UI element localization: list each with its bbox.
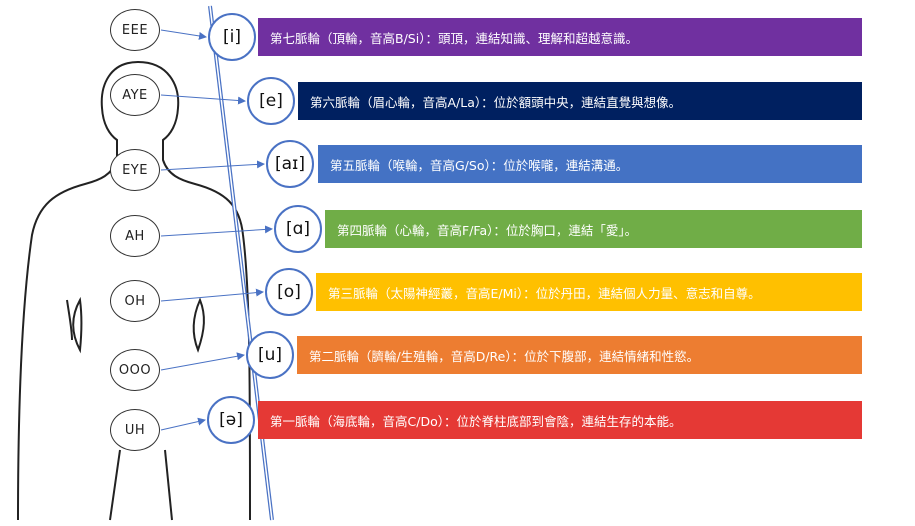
connector-arrows	[160, 29, 273, 431]
chakra-description-bar: 第七脈輪（頂輪，音高B/Si）：頭頂，連結知識、理解和超越意識。	[258, 18, 862, 56]
connector-arrow	[160, 29, 207, 40]
vowel-ipa-circle: [u]	[246, 331, 294, 379]
chakra-description-bar: 第六脈輪（眉心輪，音高A/La）：位於額頭中央，連結直覺與想像。	[298, 82, 862, 120]
sound-label-circle: AYE	[110, 74, 160, 116]
chakra-description-bar: 第三脈輪（太陽神經叢，音高E/Mi）：位於丹田，連結個人力量、意志和自尊。	[316, 273, 862, 311]
chakra-description: 第五脈輪（喉輪，音高G/So）：位於喉嚨，連結溝通。	[330, 157, 629, 173]
connector-arrow	[160, 94, 246, 105]
sound-label-circle: OH	[110, 280, 160, 322]
vowel-ipa-circle: [i]	[208, 13, 256, 61]
chakra-description: 第六脈輪（眉心輪，音高A/La）：位於額頭中央，連結直覺與想像。	[310, 94, 682, 110]
vowel-ipa-circle: [ɑ]	[274, 205, 322, 253]
left-arm-outline	[66, 299, 73, 341]
connector-arrow	[160, 288, 264, 302]
connector-arrow	[160, 352, 245, 371]
chakra-description: 第三脈輪（太陽神經叢，音高E/Mi）：位於丹田，連結個人力量、意志和自尊。	[328, 285, 761, 301]
sound-label-circle: AH	[110, 215, 160, 257]
head-outline	[17, 61, 139, 521]
chakra-description-bar: 第一脈輪（海底輪，音高C/Do）：位於脊柱底部到會陰，連結生存的本能。	[258, 401, 862, 439]
connector-arrow	[160, 417, 206, 431]
left-hand-outline	[72, 296, 83, 354]
chakra-description: 第四脈輪（心輪，音高F/Fa）：位於胸口，連結「愛」。	[337, 222, 638, 238]
sound-label-circle: OOO	[110, 349, 160, 391]
chakra-description: 第七脈輪（頂輪，音高B/Si）：頭頂，連結知識、理解和超越意識。	[270, 30, 638, 46]
chakra-description-bar: 第二脈輪（臍輪/生殖輪，音高D/Re）：位於下腹部，連結情緒和性慾。	[297, 336, 862, 374]
chakra-description-bar: 第四脈輪（心輪，音高F/Fa）：位於胸口，連結「愛」。	[325, 210, 862, 248]
chakra-description-bar: 第五脈輪（喉輪，音高G/So）：位於喉嚨，連結溝通。	[318, 145, 862, 183]
vowel-ipa-circle: [aɪ]	[266, 140, 314, 188]
sound-label-circle: UH	[110, 409, 160, 451]
right-hand-outline	[192, 297, 205, 353]
chakra-description: 第一脈輪（海底輪，音高C/Do）：位於脊柱底部到會陰，連結生存的本能。	[270, 413, 682, 429]
sound-label-circle: EYE	[110, 149, 160, 191]
connector-arrow	[160, 160, 265, 171]
chakra-description: 第二脈輪（臍輪/生殖輪，音高D/Re）：位於下腹部，連結情緒和性慾。	[309, 348, 700, 364]
vowel-ipa-circle: [o]	[265, 268, 313, 316]
connector-arrow	[160, 225, 273, 237]
sound-label-circle: EEE	[110, 9, 160, 51]
vowel-ipa-circle: [e]	[247, 77, 295, 125]
vowel-ipa-circle: [ə]	[207, 396, 255, 444]
legs-outline	[109, 449, 173, 521]
